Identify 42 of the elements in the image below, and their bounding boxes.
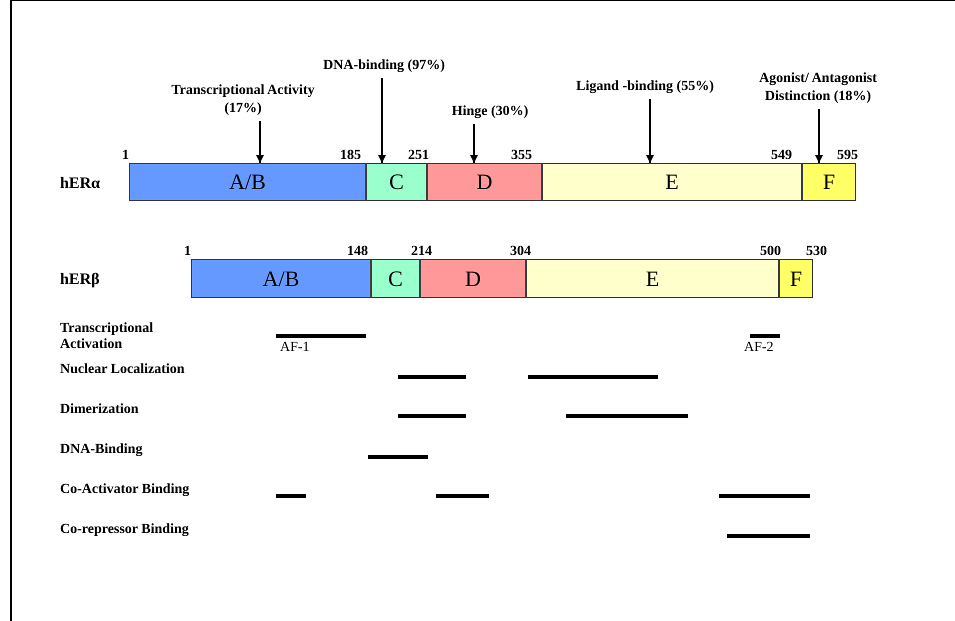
position-number: 304 bbox=[510, 244, 531, 260]
function-label: Dimerization bbox=[60, 402, 139, 418]
function-label: Co-Activator Binding bbox=[60, 482, 190, 498]
domain-segment: F bbox=[802, 163, 856, 201]
domain-segment: C bbox=[371, 259, 420, 298]
position-number: 185 bbox=[340, 148, 361, 164]
position-number: 355 bbox=[511, 148, 532, 164]
position-number: 530 bbox=[806, 244, 827, 260]
annotation-label: Agonist/ Antagonist Distinction (18%) bbox=[743, 70, 893, 106]
position-number: 1 bbox=[184, 244, 191, 260]
arrow bbox=[378, 78, 386, 163]
protein-label: hERα bbox=[60, 176, 100, 192]
annotation-label: DNA-binding (97%) bbox=[299, 57, 469, 75]
position-number: 595 bbox=[837, 148, 858, 164]
domain-segment: E bbox=[526, 259, 779, 298]
arrow bbox=[815, 109, 823, 163]
arrow bbox=[256, 121, 264, 163]
domain-segment: A/B bbox=[129, 163, 366, 201]
domain-segment: D bbox=[420, 259, 526, 298]
domain-segment: A/B bbox=[191, 259, 371, 298]
arrow bbox=[470, 124, 478, 163]
function-label: DNA-Binding bbox=[60, 442, 142, 458]
annotation-label: Ligand -binding (55%) bbox=[545, 78, 745, 96]
position-number: 500 bbox=[760, 244, 781, 260]
region-label: AF-2 bbox=[744, 340, 774, 356]
annotation-label: Transcriptional Activity (17%) bbox=[168, 82, 318, 118]
domain-segment: F bbox=[779, 259, 813, 298]
arrow bbox=[646, 99, 654, 163]
position-number: 251 bbox=[408, 148, 429, 164]
function-label: Nuclear Localization bbox=[60, 362, 185, 378]
domain-segment: C bbox=[366, 163, 427, 201]
function-label: Co-repressor Binding bbox=[60, 522, 189, 538]
domain-segment: E bbox=[542, 163, 802, 201]
protein-label: hERβ bbox=[60, 272, 100, 288]
position-number: 549 bbox=[771, 148, 792, 164]
region-label: AF-1 bbox=[280, 340, 310, 356]
position-number: 148 bbox=[347, 244, 368, 260]
function-label: Transcriptional Activation bbox=[60, 321, 154, 353]
domain-segment: D bbox=[427, 163, 542, 201]
annotation-label: Hinge (30%) bbox=[435, 103, 545, 121]
position-number: 214 bbox=[411, 244, 432, 260]
position-number: 1 bbox=[122, 148, 129, 164]
